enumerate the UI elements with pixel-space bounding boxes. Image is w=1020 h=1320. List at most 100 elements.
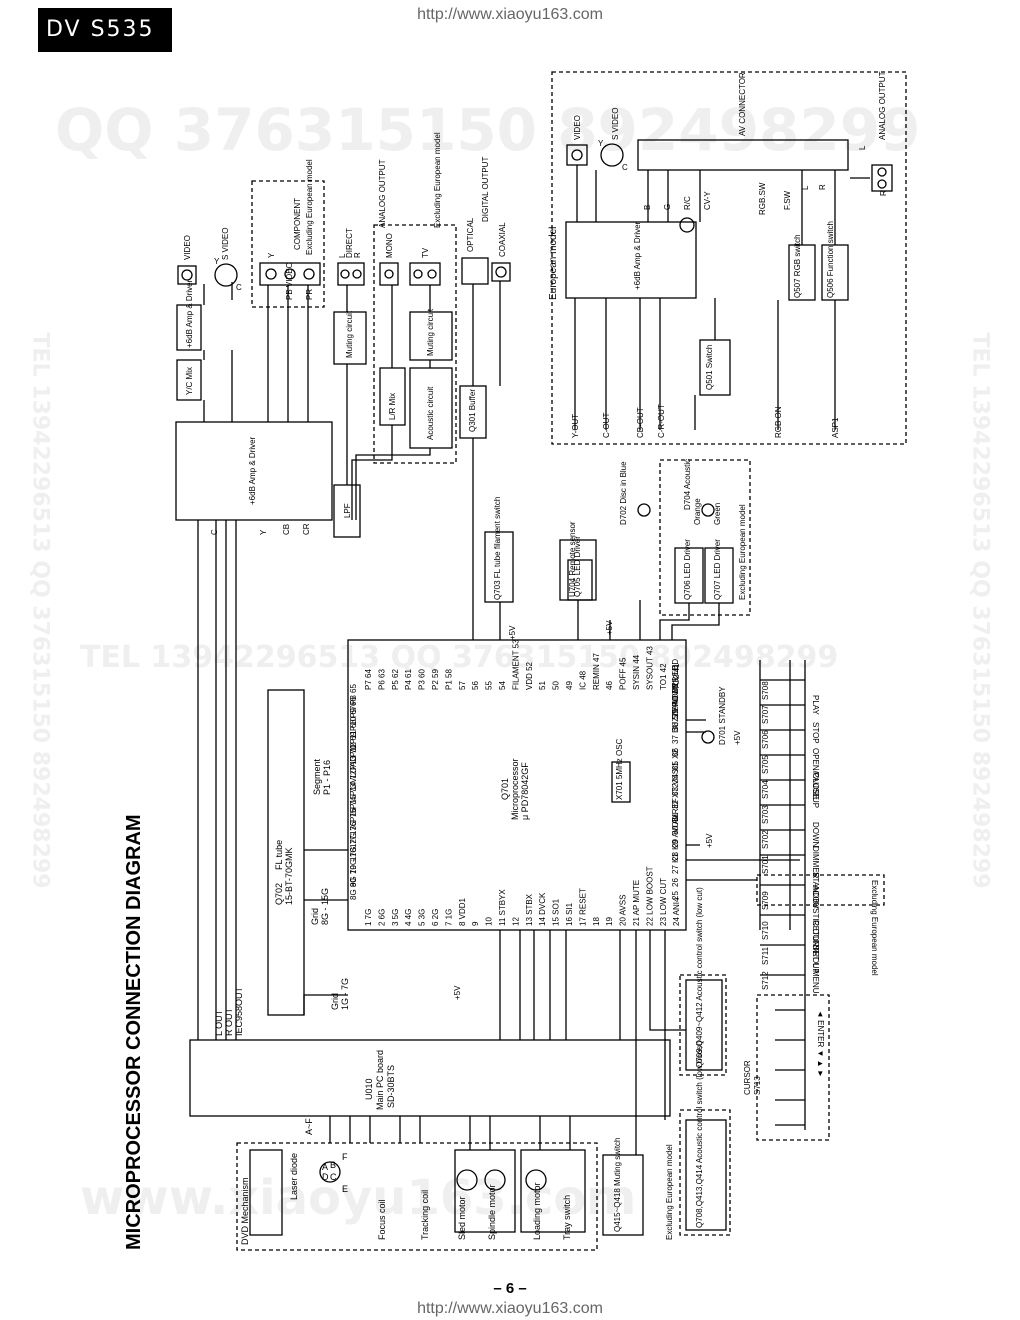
- main-board-ref: U010: [364, 1078, 374, 1100]
- q708-block: [685, 1119, 727, 1231]
- top-pin-label: 55: [485, 681, 494, 690]
- lr-mix-label: L/R Mix: [388, 393, 397, 420]
- tv-label: TV: [421, 247, 430, 258]
- watermark-tel: TEL 13942296513 QQ 376315150 892498299: [80, 640, 839, 675]
- motor-box-1: [454, 1149, 516, 1233]
- tray-switch-label: Tray switch: [562, 1195, 572, 1240]
- bottom-pin-label: 17 RESET: [578, 888, 587, 926]
- eu-r-label: R: [818, 184, 827, 190]
- signal-c-label: C: [210, 529, 219, 535]
- right-pin-label: 35 X2: [671, 749, 680, 770]
- top-pin-label: P5 62: [391, 669, 400, 690]
- return-label: RETURN: [811, 920, 820, 954]
- bottom-pin-label: 12: [511, 917, 520, 926]
- av-connector-block: [637, 139, 849, 171]
- segment-label: Segment: [312, 758, 322, 795]
- top-pin-label: P2 59: [431, 669, 440, 690]
- svideo-y-label: Y: [214, 257, 220, 266]
- bottom-pin-label: 9: [471, 921, 480, 926]
- left-pin-label: 9G 79: [349, 865, 358, 887]
- micro-name: Microprocessor: [510, 758, 520, 820]
- left-pin-label: 10G 78: [349, 847, 358, 874]
- top-pin-label: POFF 45: [619, 657, 628, 690]
- q507-label: Q507 RGB switch: [793, 234, 802, 298]
- bottom-pin-label: 7 1G: [444, 909, 453, 926]
- s706-label: S706: [761, 730, 770, 749]
- bottom-pin-label: 1 7G: [364, 909, 373, 926]
- analog-excluded-frame: [373, 224, 457, 464]
- top-pin-label: SYSIN 44: [632, 654, 641, 690]
- av-connector-label: AV CONNECTOR: [738, 72, 747, 136]
- tv-jacks-frame: [409, 262, 441, 286]
- analog-output-label: ANALOG OUTPUT: [378, 159, 387, 228]
- svideo-c-label: C: [236, 283, 242, 292]
- yc-mix-block: [176, 359, 202, 401]
- top-pin-label: P1 58: [444, 669, 453, 690]
- acoustic-excluding-label: Excluding European model: [665, 1144, 674, 1240]
- tracking-coil-label: Tracking coil: [420, 1190, 430, 1240]
- acoustic-control-label: ACOUSTIC CONTROL: [811, 885, 820, 968]
- digital-output-label: DIGITAL OUTPUT: [481, 157, 490, 222]
- q703-block: [484, 531, 514, 603]
- watermark-www: www.xiaoyu163.com: [80, 1170, 637, 1226]
- q301-label: Q301 Buffer: [468, 389, 477, 432]
- fl-tube-ref: Q702: [274, 883, 284, 905]
- s705-label: S705: [761, 755, 770, 774]
- right-pin-label: 33 VSS: [671, 769, 680, 796]
- bottom-pin-label: 11 STBYX: [498, 889, 507, 926]
- s712-label: S712: [761, 971, 770, 990]
- v5-label-3: +5V: [605, 620, 614, 635]
- main-pc-board-block: [189, 1039, 671, 1117]
- q709-block: [685, 979, 723, 1071]
- stop-label: STOP: [811, 722, 820, 744]
- laser-diode-box: [249, 1149, 283, 1236]
- top-pin-label: REMIN 47: [592, 653, 601, 690]
- q705-label: Q705 LED Driver: [573, 536, 582, 597]
- coaxial-jack-frame: [491, 262, 511, 282]
- eu-l-label: L: [801, 185, 810, 190]
- european-model-frame: [551, 71, 907, 445]
- muting-1-label: Muting circuit: [345, 310, 354, 358]
- left-pin-label: 12G 76: [349, 821, 358, 848]
- focus-coil-label: Focus coil: [377, 1199, 387, 1240]
- video-jack-frame: [177, 265, 197, 285]
- s703-label: S703: [761, 805, 770, 824]
- top-pin-label: SYSOUT 43: [645, 646, 654, 690]
- fsw-label: F.SW: [783, 190, 792, 210]
- pd-letter-f: F: [342, 1152, 348, 1162]
- amp-driver-label: +6dB Amp & Driver: [248, 436, 257, 505]
- direct-label: DIRECT: [345, 228, 354, 258]
- green-label: Green: [713, 503, 722, 525]
- bottom-pin-label: 23 LOW CUT: [659, 878, 668, 926]
- q703-label: Q703 FL tube filament switch: [493, 497, 502, 600]
- top-pin-label: 51: [538, 681, 547, 690]
- rgb-sw-label: RGB.SW: [758, 182, 767, 215]
- microprocessor-block: [347, 639, 687, 931]
- right-pin-label: 30 AVREF: [671, 798, 680, 835]
- left-pin-label: P11 68: [349, 719, 358, 744]
- yc-mix-label: Y/C Mix: [185, 367, 194, 395]
- bottom-pin-label: 22 LOW BOOST: [645, 866, 654, 926]
- c-out-label: C-OUT: [602, 413, 611, 438]
- eu-analog-l: L: [858, 145, 867, 150]
- play-label: PLAY: [811, 695, 820, 716]
- q501-label: Q501 Switch: [705, 345, 714, 390]
- left-pin-label: P12 69: [349, 731, 358, 757]
- bottom-pin-label: 14 DVCK: [538, 892, 547, 926]
- analog-excluding-label: Excluding European model: [433, 132, 442, 228]
- right-pin-label: 31: [671, 813, 680, 822]
- top-pin-label: P3 60: [418, 669, 427, 690]
- left-pin-label: VLOAD 71: [349, 744, 358, 783]
- component-pb-label: PB VIDEO: [285, 262, 294, 300]
- eu-analog-r: R: [879, 190, 888, 196]
- menu-label: MENU: [811, 970, 820, 994]
- v5-label-4: +5V: [705, 833, 714, 848]
- s707-label: S707: [761, 705, 770, 724]
- right-pin-label: 27 K1: [671, 853, 680, 874]
- remote-sensor-label: U704 Remote sensor: [568, 521, 577, 597]
- main-board-part: SD-30BTS: [386, 1065, 396, 1108]
- optical-label: OPTICAL: [466, 217, 475, 252]
- left-pin-label: 13G 75: [349, 808, 358, 835]
- component-jacks-frame: [259, 262, 321, 286]
- eu-signal-cvy: CV-Y: [703, 191, 712, 210]
